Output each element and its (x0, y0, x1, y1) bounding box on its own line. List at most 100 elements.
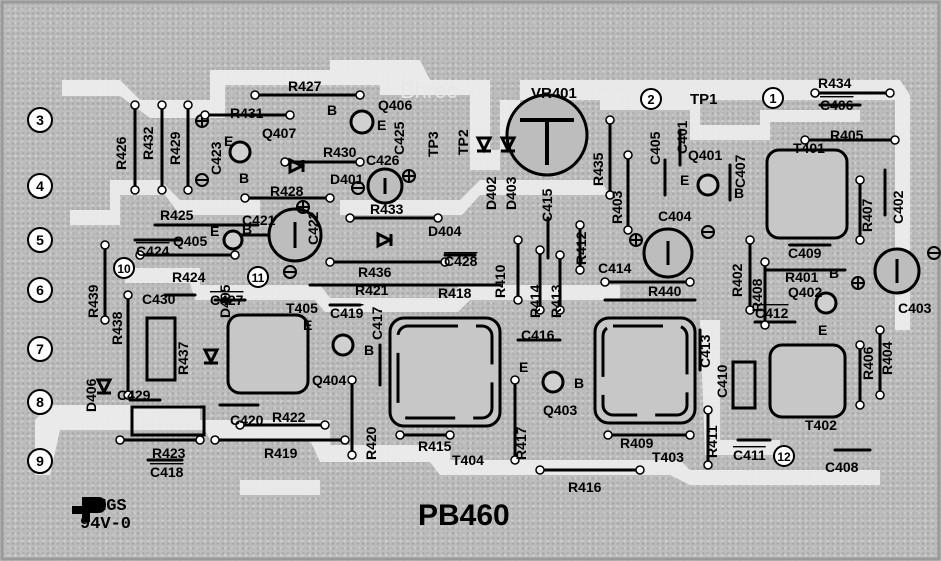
transistor-q405-body (222, 229, 244, 251)
label-d406: D406 (83, 378, 99, 412)
label-c423: C423 (208, 141, 224, 175)
label-tp2: TP2 (455, 129, 471, 155)
label-pin-e: E (210, 223, 219, 239)
label-r422: R422 (272, 409, 306, 425)
label-r416: R416 (568, 479, 602, 495)
label-c417: C417 (369, 306, 385, 340)
label-r413: R413 (548, 284, 564, 318)
label-q407: Q407 (262, 125, 296, 141)
label-pin-e: E (224, 133, 233, 149)
transformer-t403-body (593, 316, 697, 425)
label-c402: C402 (890, 190, 906, 224)
transformer-t404-body (388, 316, 502, 428)
label-pin-b: B (574, 375, 584, 391)
capacitor-c410-body (731, 360, 757, 410)
label-d404: D404 (428, 223, 462, 239)
label-c426: C426 (366, 152, 400, 168)
label-t401: T401 (793, 140, 825, 156)
label-r429: R429 (167, 131, 183, 165)
transformer-t402-body (768, 343, 847, 419)
label-r433: R433 (370, 201, 404, 217)
label-c424: C424 (136, 243, 170, 259)
label-r427: R427 (288, 78, 322, 94)
edge-pin-label: 4 (36, 178, 44, 194)
edge-pin-label: 6 (36, 282, 44, 298)
label-r421: R421 (355, 282, 389, 298)
transistor-q406-body (349, 109, 375, 135)
callout-label: 1 (769, 91, 776, 106)
label-c413: C413 (697, 334, 713, 368)
label-r423: R423 (152, 445, 186, 461)
label-r437: R437 (175, 341, 191, 375)
label-r407: R407 (859, 198, 875, 232)
label-c407: C407 (732, 154, 748, 188)
label-c422: C422 (305, 211, 321, 245)
label-c419: C419 (330, 305, 364, 321)
label-c428: C428 (444, 253, 478, 269)
label-pin-e: E (519, 359, 528, 375)
board-model-label: PB460 (418, 499, 510, 532)
label-c404: C404 (658, 208, 692, 224)
label-c415: C415 (539, 188, 555, 222)
label-c421: C421 (242, 212, 276, 228)
label-c429: C429 (117, 387, 151, 403)
label-r405: R405 (830, 127, 864, 143)
label-q401: Q401 (688, 147, 722, 163)
edge-pin-label: 7 (36, 341, 44, 357)
label-t405: T405 (286, 300, 318, 316)
edge-pin-label: 5 (36, 232, 44, 248)
callout-label: 2 (647, 92, 654, 107)
label-c416: C416 (521, 327, 555, 343)
potentiometer-vr401-body (505, 93, 589, 177)
label-r411: R411 (704, 425, 720, 458)
label-r415: R415 (418, 438, 452, 454)
transformer-t405-body (226, 313, 310, 395)
label-vr401: VR401 (531, 85, 577, 102)
label-q406: Q406 (378, 97, 412, 113)
transistor-q401-body (696, 173, 720, 197)
label-c401: C401 (674, 120, 690, 154)
label-r424: R424 (172, 269, 206, 285)
label-r406: R406 (860, 346, 876, 380)
label-c406: C406 (820, 97, 854, 113)
label-r419: R419 (264, 445, 298, 461)
watermark-text: Bhrec (400, 78, 457, 103)
label-r436: R436 (358, 264, 392, 280)
label-r432: R432 (140, 126, 156, 160)
label-c412: C412 (755, 305, 789, 321)
label-t403: T403 (652, 449, 684, 465)
label-c403: C403 (898, 300, 932, 316)
label-r430: R430 (323, 144, 357, 160)
label-q403: Q403 (543, 402, 577, 418)
edge-pin-label: 9 (36, 453, 44, 469)
label-pin-e: E (377, 117, 386, 133)
label-d401: D401 (330, 171, 364, 187)
label-pin-e: E (680, 172, 689, 188)
label-c430: C430 (142, 291, 176, 307)
label-r440: R440 (648, 283, 682, 299)
label-c418: C418 (150, 464, 184, 480)
callout-label: 11 (252, 271, 265, 285)
label-r435: R435 (590, 152, 606, 186)
board-marking-line1: MGS (96, 497, 127, 516)
transistor-q407-body (228, 140, 252, 164)
label-r425: R425 (160, 207, 194, 223)
label-tp3: TP3 (425, 131, 441, 157)
label-c408: C408 (825, 459, 859, 475)
label-t404: T404 (452, 452, 484, 468)
label-r439: R439 (85, 284, 101, 318)
label-r414: R414 (527, 284, 543, 318)
label-r418: R418 (438, 285, 472, 301)
manufacturer-logo-icon (72, 497, 106, 522)
transistor-q404-body (331, 333, 355, 357)
label-d405: D405 (217, 284, 233, 318)
label-d402: D402 (483, 176, 499, 210)
resistor-r437-body (145, 316, 177, 382)
label-c409: C409 (788, 245, 822, 261)
callout-label: 12 (777, 450, 791, 464)
label-r409: R409 (620, 435, 654, 451)
label-r401: R401 (785, 269, 819, 285)
label-r410: R410 (492, 264, 508, 298)
transformer-t401-body (765, 148, 849, 240)
